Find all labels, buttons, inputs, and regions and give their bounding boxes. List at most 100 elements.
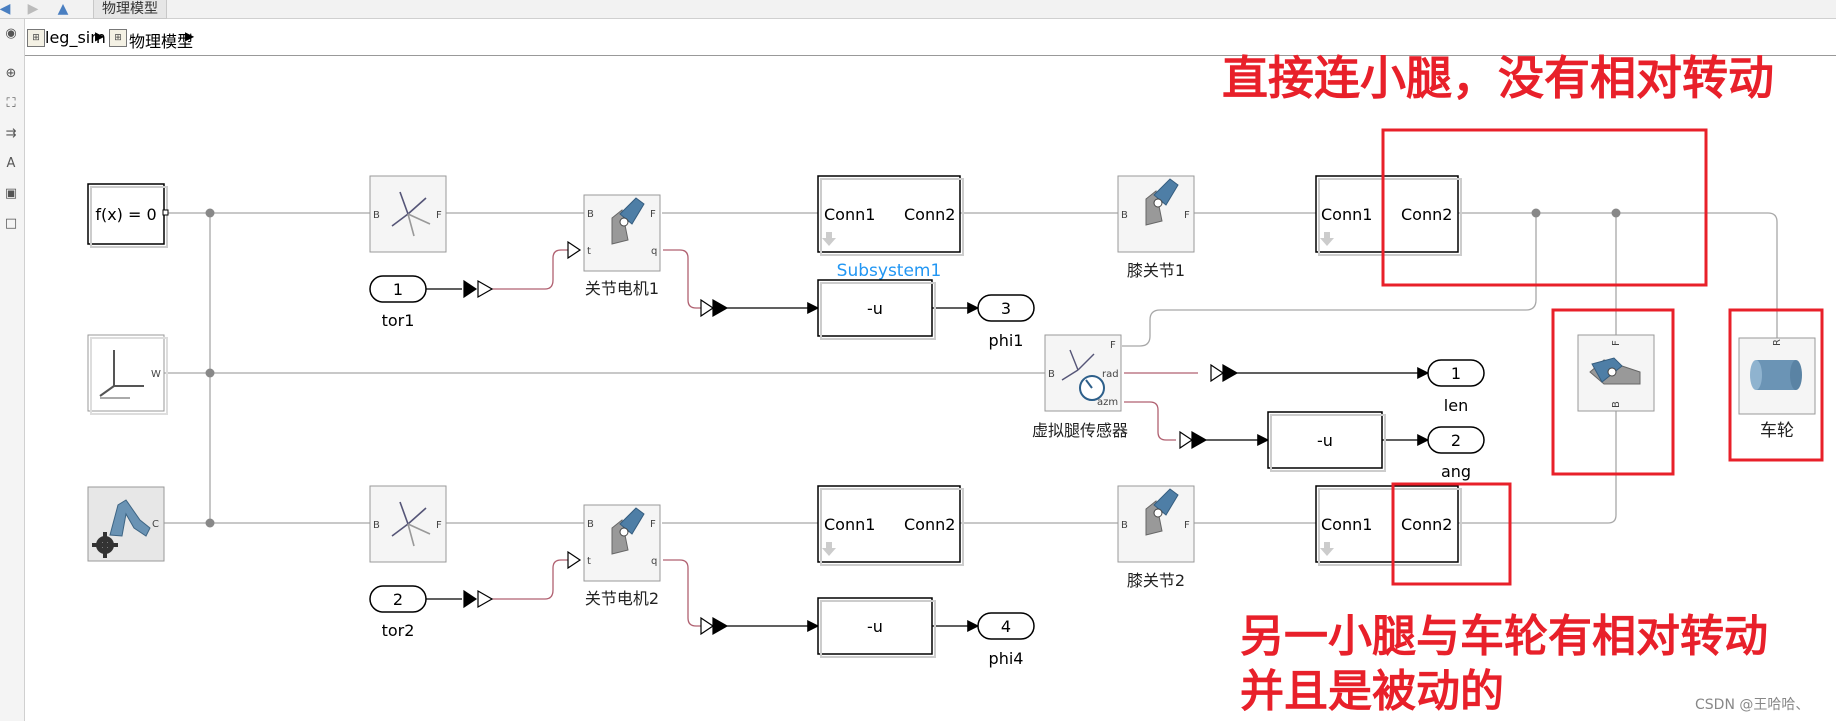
port-f-label: F: [436, 520, 442, 531]
knee1-block[interactable]: B F 膝关节1: [1117, 175, 1195, 280]
conn2-label: Conn2: [1401, 515, 1452, 534]
outport-name: phi1: [989, 331, 1024, 350]
subsystem-bottom-block[interactable]: Conn1 Conn2: [817, 485, 964, 566]
revolute-joint-icon: [1145, 488, 1179, 536]
conn1-label: Conn1: [1321, 205, 1372, 224]
arrow-icon[interactable]: ⇉: [5, 126, 17, 141]
gain-phi1-block[interactable]: -u: [817, 279, 936, 340]
window-titlebar: ◀ ▶ ▲ 物理模型: [0, 0, 1836, 19]
highlight-boxes: [1381, 128, 1824, 586]
fit-view-icon[interactable]: ⛶: [6, 96, 16, 111]
conn2-label: Conn2: [904, 205, 955, 224]
image-icon[interactable]: ▣: [4, 186, 18, 201]
down-arrow-icon: [1320, 232, 1334, 246]
motor1-label: 关节电机1: [585, 279, 659, 298]
port-q-label: q: [651, 246, 657, 257]
robot-arm-icon: [109, 499, 151, 537]
shank2-block[interactable]: Conn1 Conn2: [1315, 485, 1462, 566]
outport-ang[interactable]: 2 ang: [1427, 426, 1485, 481]
shank1-block[interactable]: Conn1 Conn2: [1315, 175, 1462, 256]
annotation-bottom-line2: 并且是被动的: [1240, 666, 1504, 717]
port-b-label: B: [373, 520, 380, 531]
outport-phi4[interactable]: 4 phi4: [977, 612, 1035, 668]
port-b-label: B: [587, 209, 594, 220]
chevron-right-icon: ▶: [95, 29, 105, 43]
world-port-label: W: [151, 369, 161, 380]
zoom-in-icon[interactable]: ⊕: [5, 66, 17, 81]
transform-icon: [391, 191, 431, 237]
port-b-label: B: [1121, 210, 1128, 221]
gain-ang-block[interactable]: -u: [1267, 411, 1386, 472]
forward-icon[interactable]: ▶: [27, 1, 39, 17]
back-icon[interactable]: ◀: [0, 1, 11, 17]
knee2-label: 膝关节2: [1127, 571, 1185, 590]
joint-motor2-block[interactable]: B F t q 关节电机2: [583, 504, 661, 608]
outport-number: 4: [1001, 617, 1011, 636]
inport-number: 2: [393, 590, 403, 609]
outport-phi1[interactable]: 3 phi1: [977, 294, 1035, 350]
port-t-label: t: [587, 556, 591, 567]
highlight-shank2-conn2: [1391, 482, 1512, 586]
conn2-label: Conn2: [1401, 205, 1452, 224]
port-f-label: F: [650, 209, 656, 220]
outport-name: ang: [1441, 462, 1471, 481]
annotation-bottom-line1: 另一小腿与车轮有相对转动: [1240, 611, 1768, 662]
motor2-label: 关节电机2: [585, 589, 659, 608]
virtual-leg-sensor-block[interactable]: B F rad azm 虚拟腿传感器: [1032, 334, 1128, 440]
conn1-label: Conn1: [824, 515, 875, 534]
outport-len[interactable]: 1 len: [1427, 359, 1485, 415]
inport-tor2[interactable]: 2 tor2: [369, 585, 462, 640]
left-toolbar: ◉ ⊕ ⛶ ⇉ A ▣ □: [0, 19, 25, 721]
rigid-transform-top[interactable]: B F: [369, 175, 447, 253]
wheel-joint-block[interactable]: F B: [1577, 334, 1655, 412]
inport-number: 1: [393, 280, 403, 299]
conn2-label: Conn2: [904, 515, 955, 534]
gauge-icon: [1079, 375, 1105, 401]
rad-port-label: rad: [1102, 369, 1119, 380]
breadcrumb-current[interactable]: 物理模型: [129, 32, 194, 51]
wheel-block[interactable]: R 车轮: [1738, 337, 1816, 441]
annotation-icon[interactable]: A: [6, 156, 16, 171]
knee2-block[interactable]: B F 膝关节2: [1117, 485, 1195, 590]
subsystem1-name: Subsystem1: [837, 261, 942, 281]
world-frame-block[interactable]: W: [87, 334, 168, 415]
tab-physical-model[interactable]: 物理模型: [93, 0, 167, 19]
subsystem1-block[interactable]: Conn1 Conn2 Subsystem1: [817, 175, 964, 281]
world-frame-icon: [99, 350, 144, 399]
joint-motor1-block[interactable]: B F t q 关节电机1: [583, 194, 661, 298]
transform-icon: [1061, 349, 1095, 381]
inport-tor1[interactable]: 1 tor1: [369, 275, 462, 330]
up-icon[interactable]: ▲: [57, 1, 69, 17]
watermark: CSDN @王哈哈、: [1695, 697, 1810, 713]
revolute-joint-icon: [611, 507, 645, 555]
annotation-top: 直接连小腿，没有相对转动: [1222, 51, 1774, 105]
gain-label: -u: [1317, 431, 1333, 450]
port-b-label: B: [373, 210, 380, 221]
port-b-label: B: [1048, 369, 1055, 380]
down-arrow-icon: [822, 232, 836, 246]
revolute-joint-icon: [611, 197, 645, 245]
highlight-shank1: [1381, 128, 1708, 287]
conn1-label: Conn1: [1321, 515, 1372, 534]
solver-config-label: f(x) = 0: [95, 205, 156, 224]
revolute-joint-icon: [1145, 178, 1179, 226]
port-f-label: F: [1184, 210, 1190, 221]
gain-phi4-block[interactable]: -u: [817, 597, 936, 658]
down-arrow-icon: [822, 542, 836, 556]
cylinder-icon: [1750, 360, 1802, 390]
converter-arrows: [463, 240, 1239, 636]
subsystem-icon: ⊞: [109, 29, 127, 47]
area-icon[interactable]: □: [4, 216, 18, 231]
solver-config-block[interactable]: f(x) = 0: [87, 183, 169, 248]
inport-name: tor2: [382, 621, 415, 640]
highlight-wheel: [1728, 308, 1824, 462]
port-f-label: F: [1184, 520, 1190, 531]
rigid-transform-bottom[interactable]: B F: [369, 485, 447, 563]
breadcrumb-root[interactable]: leg_sim: [45, 28, 106, 47]
mechanism-config-block[interactable]: C: [87, 486, 165, 562]
hide-browser-icon[interactable]: ◉: [5, 26, 17, 41]
port-t-label: t: [587, 246, 591, 257]
wheel-port-label: R: [1772, 339, 1783, 346]
gain-label: -u: [867, 617, 883, 636]
